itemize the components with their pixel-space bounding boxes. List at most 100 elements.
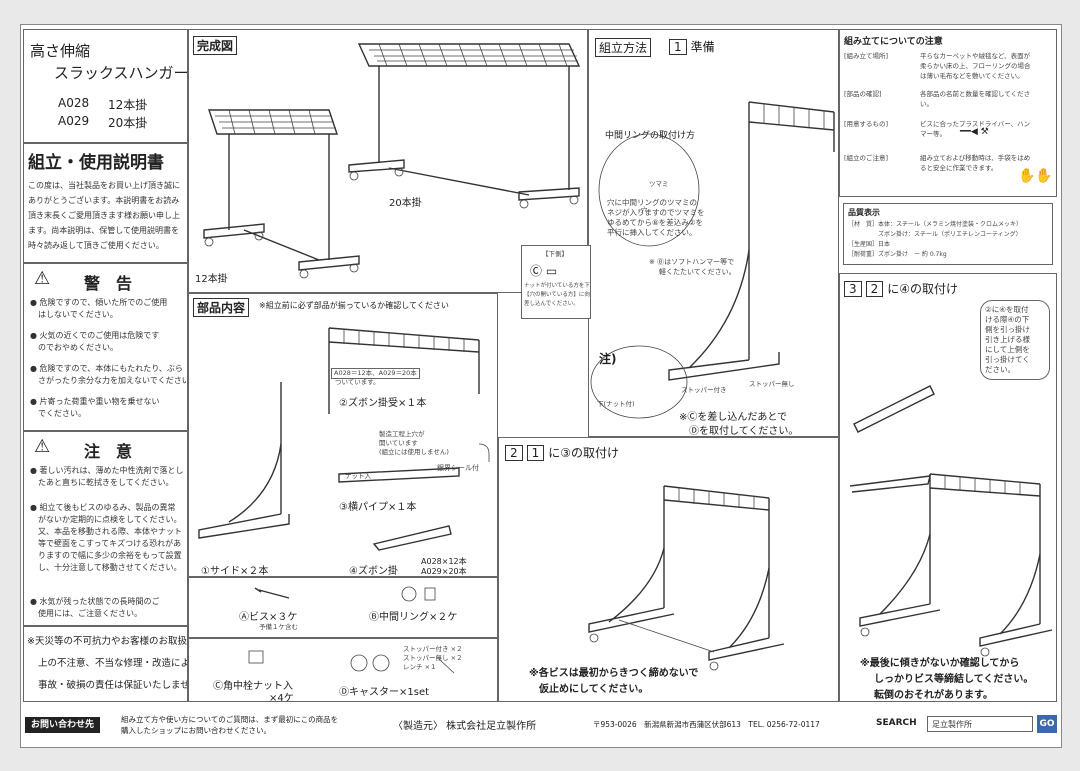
warning-icon: ⚠	[34, 268, 51, 289]
maker: 〈製造元〉 株式会社足立製作所	[393, 721, 537, 732]
p3-note-1: 製造工程上穴が	[379, 430, 425, 438]
hanger-12-drawing	[203, 109, 360, 279]
complete-tag: 完成図	[193, 36, 238, 55]
step3-drawing	[849, 385, 1053, 657]
under-note-3: 差し込んでください。	[524, 301, 579, 307]
caution-heading: 注 意	[84, 442, 133, 461]
step2-footer-1: ※各ビスは最初からきつく締めないで	[529, 668, 699, 679]
ring-title: 中間リングの取付け方	[605, 131, 696, 141]
part-d-label: Ⓓキャスター×1set	[339, 687, 430, 698]
under-note-panel: 【下側】 Ⓒ ▭ ナットが付いている方を下側 【穴の開いている方】に向けて 差し…	[521, 245, 591, 319]
nut-drawing	[248, 650, 264, 664]
step3-footer-2: しっかりビス等締結してください。	[874, 674, 1034, 685]
disclaimer-3: 事故・破損の責任は保証いたしません。	[38, 680, 187, 691]
warning-item-1: ● 危険ですので、傾いた所でのご使用 はしないでください。	[30, 298, 168, 319]
parts-drawing	[198, 327, 490, 551]
step3-footer-3: 転倒のおそれがあります。	[874, 690, 993, 701]
quality-title: 品質表示	[848, 208, 880, 217]
parts-small-panel-2: ストッパー付き ×２ ストッパー無し ×２ レンチ ×１ Ⓒ角中栓ナット入 ×4…	[188, 638, 498, 702]
contact-button[interactable]: お問い合わせ先	[25, 717, 101, 733]
caution-panel: ⚠ 注 意 ● 著しい汚れは、薄めた中性洗剤で落とし たあと直ちに乾拭きをしてく…	[23, 431, 188, 626]
part4-label: ④ズボン掛	[349, 566, 398, 577]
pants-rack-top	[748, 101, 835, 131]
pd-note-2: ストッパー無し ×２	[403, 654, 463, 662]
bubble-3: 側を引っ掛け	[985, 325, 1030, 334]
complete-view-panel: 完成図	[188, 29, 588, 293]
step2-num: 2	[505, 445, 523, 461]
step1-footer-1: ※Ⓒを差し込んだあとで	[679, 412, 788, 423]
intro-1: この度は、当社製品をお買い上げ頂き誠に	[28, 181, 180, 190]
caution-item-2: ● 組立て後もビスのゆるみ、製品の異常 がないか定期的に点検をしてください。 又…	[30, 503, 182, 572]
note-row-2-label: [部品の確認]	[844, 90, 882, 98]
search-label: SEARCH	[876, 718, 917, 728]
note-row-4-text-1: 組み立ておよび移動時は、手袋をはめ	[920, 154, 1031, 162]
under-note-2: 【穴の開いている方】に向けて	[524, 292, 590, 298]
warning-item-2: ● 火気の近くでのご使用は危険です のでおやめください。	[30, 331, 160, 352]
parts-panel: 部品内容 ※組立前に必ず部品が揃っているか確認してください A028＝12本、A	[188, 293, 498, 577]
part2-label: ②ズボン掛受×１本	[339, 398, 427, 409]
ring-knob: ツマミ	[649, 180, 669, 188]
instruction-sheet: 高さ伸縮 スラックスハンガー A028 12本掛 A029 20本掛 組立・使用…	[20, 24, 1062, 748]
note-label: 注)	[599, 352, 617, 366]
step3-num: 3	[844, 281, 862, 297]
part4-count2: A029×20本	[421, 567, 467, 576]
ring-drawing	[401, 586, 417, 602]
disclaimer-panel: ※天災等の不可抗力やお客様のお取扱い 上の不注意、不当な修理・改造による 事故・…	[23, 626, 188, 702]
part4-detail	[853, 385, 935, 433]
p3-note-2: 開いています	[379, 439, 418, 447]
note-row-3-text-2: マー等。	[920, 130, 946, 138]
step1-num: 1	[669, 39, 687, 55]
warning-item-3: ● 危険ですので、本体にもたれたり、ぶら さがったり余分な力を加えないでください…	[30, 364, 188, 385]
part-c-count: ×4ケ	[269, 693, 294, 702]
model2-code: A029	[58, 114, 90, 128]
hammer-2: 軽くたたいてください。	[659, 268, 736, 276]
step1-footer-2: Ⓓを取付してください。	[689, 426, 799, 437]
note-row-4-label: [組立のご注意]	[844, 154, 889, 162]
part-b-label: Ⓑ中間リング×２ケ	[369, 612, 458, 623]
part4-drawing	[372, 525, 452, 551]
quality-2: ズボン掛け：スチール（ポリエチレンコーティング）	[848, 231, 1022, 238]
note-row-1-text-3: は薄い毛布などを敷いてください。	[920, 72, 1024, 80]
go-button[interactable]: GO	[1037, 715, 1057, 733]
caution-icon: ⚠	[34, 436, 51, 457]
pd-note-1: ストッパー付き ×２	[403, 645, 463, 653]
screwdriver-icon: ━━◀ ⚒	[960, 127, 989, 137]
part4-count1: A028×12本	[421, 557, 467, 566]
part-c-label: Ⓒ角中栓ナット入	[213, 681, 293, 692]
note-row-2-text-1: 各部品の名前と数量を確認してくださ	[920, 90, 1031, 98]
note-row-1-text-1: 平らなカーペットや絨毯など、表面が	[920, 52, 1031, 60]
bubble-5: にして上側を	[985, 345, 1030, 354]
note-row-3-text-1: ビスに合ったプラスドライバー、ハン	[920, 120, 1031, 128]
search-input[interactable]: 足立製作所	[927, 716, 1033, 732]
parts-tag: 部品内容	[193, 298, 250, 317]
intro-3: 頂き末長くご愛用頂きます様お願い申し上	[28, 211, 180, 220]
nut-side: 下(ナット付)	[597, 400, 635, 408]
bubble-4: 引き上げる様	[985, 335, 1030, 344]
model2-desc: 20本掛	[108, 116, 148, 130]
warning-heading: 警 告	[84, 274, 133, 293]
note-row-4-text-2: ると安全に作業できます。	[920, 164, 998, 172]
p3-note-3: (組立には使用しません)	[379, 448, 449, 456]
ring-text-1: 穴に中間リングのツマミの	[607, 198, 697, 207]
hanger-20-drawing	[348, 43, 581, 209]
caution-item-1: ● 著しい汚れは、薄めた中性洗剤で落とし たあと直ちに乾拭きをしてください。	[30, 466, 184, 487]
warning-panel: ⚠ 警 告 ● 危険ですので、傾いた所でのご使用 はしないでください。 ● 火気…	[23, 263, 188, 431]
hammer-1: ※ Ⓑはソフトハンマー等で	[649, 258, 735, 266]
stopper-with: ストッパー付き	[681, 386, 727, 394]
warning-item-4: ● 片寄った荷重や重い物を乗せない でください。	[30, 397, 160, 418]
parts-small-drawing	[254, 586, 436, 602]
step3-footer-1: ※最後に傾きがないか確認してから	[860, 658, 1020, 669]
label-20: 20本掛	[389, 198, 422, 209]
contact-text-1: 組み立て方や使い方についてのご質問は、まず最初にこの商品を	[121, 715, 339, 724]
part-a-label: Ⓐビス×３ケ	[239, 612, 298, 623]
note-circle	[590, 345, 688, 419]
seal-drawing	[478, 443, 490, 462]
contact-text-2: 購入したショップにお問い合わせください。	[121, 726, 271, 735]
intro-5: 時々読み返して頂きご使用ください。	[28, 241, 164, 250]
intro-4: ます。尚本説明は、保管して使用説明書を	[28, 226, 179, 235]
notes-title: 組み立てについての注意	[844, 37, 943, 47]
ring-hole: 穴	[641, 206, 648, 214]
